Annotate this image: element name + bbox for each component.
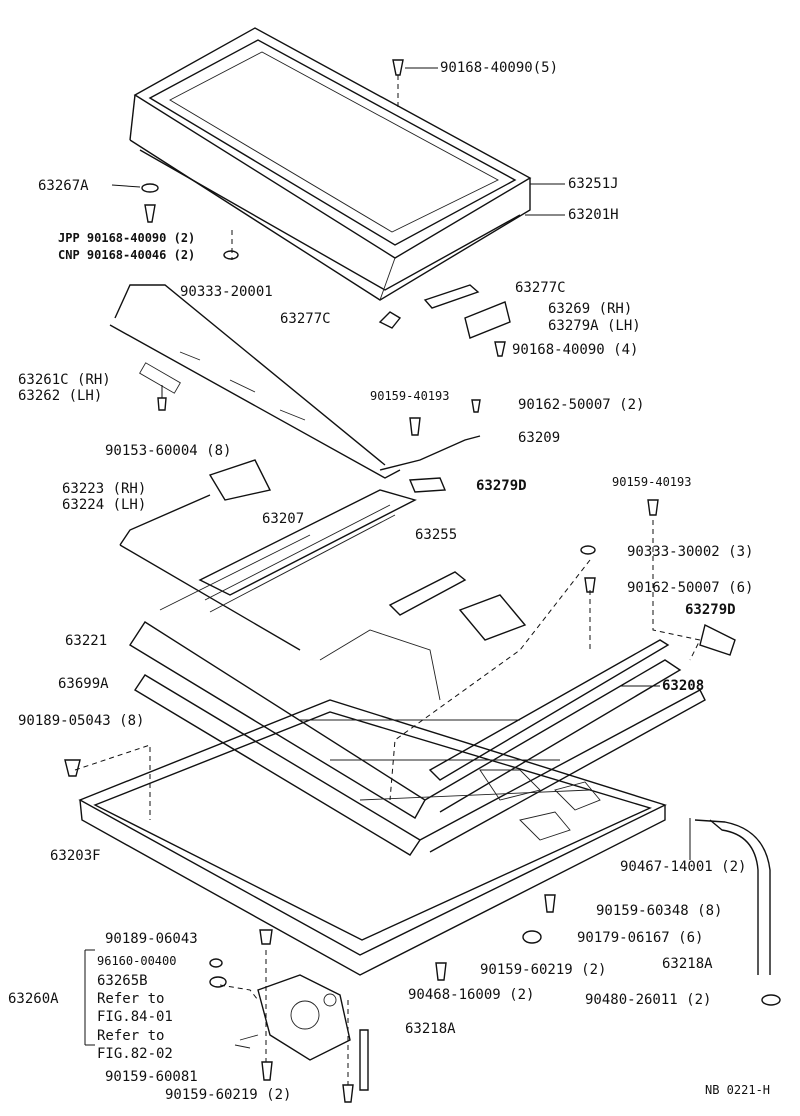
screw-icon: [584, 577, 596, 593]
nut-icon: [157, 397, 167, 411]
label-90159-60081[interactable]: 90159-60081: [105, 1069, 198, 1085]
label-refer-2[interactable]: Refer to: [97, 1028, 165, 1044]
label-90467-14001[interactable]: 90467-14001 (2): [620, 859, 747, 875]
label-90162-50007-2[interactable]: 90162-50007 (2): [518, 397, 645, 413]
label-90159-40193-a[interactable]: 90159-40193: [370, 389, 450, 403]
bracket-63255: [388, 571, 467, 616]
slide-rail-63207: [119, 459, 417, 651]
washer-icon: [209, 958, 223, 968]
screw-icon: [409, 417, 421, 436]
screw-icon: [647, 499, 659, 516]
sunroof-frame-63221: [129, 621, 706, 856]
label-refer-1[interactable]: Refer to: [97, 991, 165, 1007]
label-63261c[interactable]: 63261C (RH): [18, 372, 111, 388]
label-90189-05043[interactable]: 90189-05043 (8): [18, 713, 145, 729]
clip-90189: [64, 759, 81, 777]
sunroof-motor-63260a: [234, 974, 351, 1061]
bolt-icon: [435, 962, 447, 981]
label-63255[interactable]: 63255: [415, 527, 458, 543]
label-90480-26011[interactable]: 90480-26011 (2): [585, 992, 712, 1008]
label-63699a[interactable]: 63699A: [58, 676, 109, 692]
label-63279a[interactable]: 63279A (LH): [548, 318, 641, 334]
grommet-icon: [761, 994, 781, 1006]
clip-63279d: [408, 477, 447, 493]
bolt-icon: [342, 1084, 354, 1103]
bracket-63277c-2: [423, 284, 480, 309]
cable-63209: [379, 435, 481, 471]
label-jpp[interactable]: JPP 90168-40090 (2): [58, 231, 196, 245]
label-63260a[interactable]: 63260A: [8, 991, 59, 1007]
drain-hose-left: [359, 1029, 369, 1091]
label-63279d-b[interactable]: 63279D: [685, 602, 736, 618]
label-90179-06167[interactable]: 90179-06167 (6): [577, 930, 704, 946]
clip-63267a: [141, 183, 159, 193]
label-63251j[interactable]: 63251J: [568, 176, 619, 192]
label-90168-40090-4[interactable]: 90168-40090 (4): [512, 342, 639, 358]
sunroof-housing-63203f: [78, 629, 667, 976]
label-90159-60219-b[interactable]: 90159-60219 (2): [165, 1087, 292, 1103]
label-90159-60348[interactable]: 90159-60348 (8): [596, 903, 723, 919]
label-90159-40193-b[interactable]: 90159-40193: [612, 475, 692, 489]
grommet-icon: [522, 930, 542, 944]
label-90159-60219-a[interactable]: 90159-60219 (2): [480, 962, 607, 978]
washer-icon: [223, 250, 239, 260]
label-63203f[interactable]: 63203F: [50, 848, 101, 864]
label-63218a-left[interactable]: 63218A: [405, 1021, 456, 1037]
label-63221[interactable]: 63221: [65, 633, 108, 649]
footer-code: NB 0221-H: [705, 1083, 771, 1097]
screw-icon: [392, 59, 404, 76]
label-90162-50007-6[interactable]: 90162-50007 (6): [627, 580, 754, 596]
washer-icon: [580, 545, 596, 555]
label-63208[interactable]: 63208: [662, 678, 705, 694]
sunroof-glass-panel: [129, 27, 532, 301]
guide-rail-63208: [428, 639, 670, 781]
bracket-63269: [464, 301, 511, 339]
clip-63279d-2: [699, 623, 736, 656]
label-63279d-a[interactable]: 63279D: [476, 478, 527, 494]
label-fig-82-02[interactable]: FIG.82-02: [97, 1046, 173, 1062]
label-63265b[interactable]: 63265B: [97, 973, 148, 989]
drain-hose-right: [694, 819, 771, 975]
label-fig-84-01[interactable]: FIG.84-01: [97, 1009, 173, 1025]
bolt-icon: [544, 894, 556, 913]
drip-rail-assembly: [109, 284, 401, 479]
label-90333-30002[interactable]: 90333-30002 (3): [627, 544, 754, 560]
label-63224[interactable]: 63224 (LH): [62, 497, 147, 513]
label-63269[interactable]: 63269 (RH): [548, 301, 633, 317]
label-63218a-right[interactable]: 63218A: [662, 956, 713, 972]
label-63277c-left[interactable]: 63277C: [280, 311, 331, 327]
label-63267a[interactable]: 63267A: [38, 178, 89, 194]
label-90168-40090-5[interactable]: 90168-40090(5): [440, 60, 559, 76]
label-90468-16009[interactable]: 90468-16009 (2): [408, 987, 535, 1003]
label-cnp[interactable]: CNP 90168-40046 (2): [58, 248, 196, 262]
motor-bracket: [458, 594, 527, 641]
label-90333-20001[interactable]: 90333-20001: [180, 284, 273, 300]
clip-icon: [259, 929, 273, 945]
screw-icon: [494, 341, 506, 357]
label-63262[interactable]: 63262 (LH): [18, 388, 103, 404]
grommet-icon: [209, 976, 227, 988]
screw-icon: [471, 399, 481, 413]
screw-icon: [144, 204, 156, 223]
label-63207[interactable]: 63207: [262, 511, 305, 527]
label-63277c-right[interactable]: 63277C: [515, 280, 566, 296]
label-63201h[interactable]: 63201H: [568, 207, 619, 223]
bracket-63277c: [378, 311, 402, 329]
bolt-icon: [261, 1061, 273, 1081]
label-63223[interactable]: 63223 (RH): [62, 481, 147, 497]
label-90153-60004[interactable]: 90153-60004 (8): [105, 443, 232, 459]
label-90189-06043[interactable]: 90189-06043: [105, 931, 198, 947]
label-96160-00400[interactable]: 96160-00400: [97, 954, 177, 968]
label-63209[interactable]: 63209: [518, 430, 561, 446]
